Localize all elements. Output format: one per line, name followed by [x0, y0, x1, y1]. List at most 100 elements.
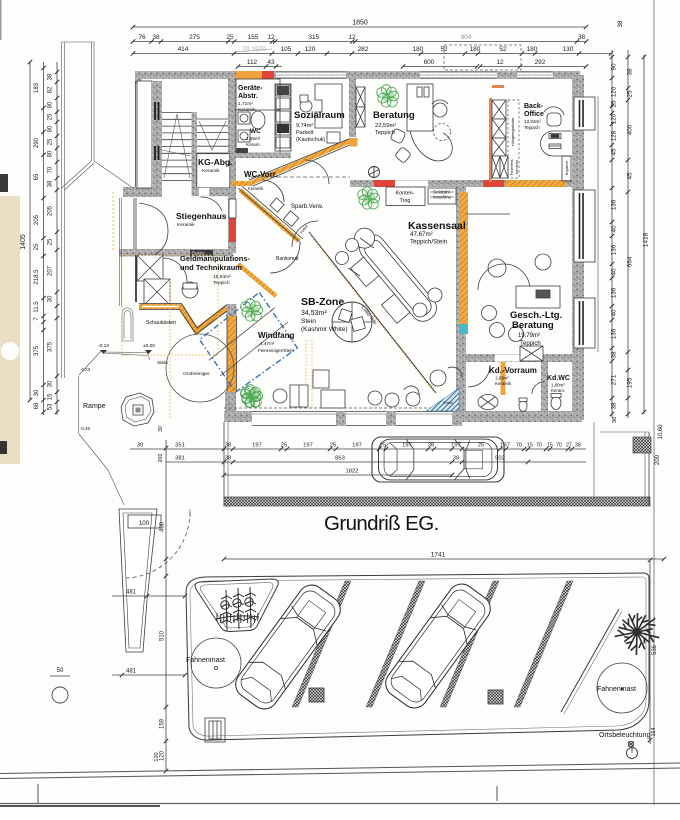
svg-text:38: 38 [225, 456, 231, 462]
svg-text:38: 38 [48, 73, 54, 80]
svg-text:481: 481 [126, 669, 137, 675]
svg-text:1850: 1850 [352, 20, 368, 27]
svg-text:38: 38 [627, 68, 634, 76]
svg-text:197: 197 [352, 443, 362, 449]
svg-text:50: 50 [57, 668, 64, 674]
svg-text:197: 197 [451, 443, 461, 449]
svg-text:120: 120 [154, 752, 160, 761]
svg-text:Keramik: Keramik [238, 107, 256, 113]
svg-text:112: 112 [247, 59, 258, 66]
svg-text:Keram.: Keram. [551, 388, 565, 393]
svg-text:30: 30 [48, 380, 54, 387]
svg-text:130: 130 [563, 46, 574, 53]
svg-text:Kd.WC: Kd.WC [547, 375, 570, 382]
svg-text:70: 70 [556, 443, 562, 449]
svg-text:120: 120 [305, 46, 316, 53]
svg-text:351: 351 [175, 443, 185, 449]
svg-text:375: 375 [48, 341, 54, 352]
svg-text:Trog: Trog [400, 198, 411, 204]
svg-text:200: 200 [158, 454, 164, 463]
svg-text:1,71m²: 1,71m² [238, 101, 253, 107]
svg-text:Hängeregistratur: Hängeregistratur [511, 117, 515, 146]
svg-text:Sparb.Verw.: Sparb.Verw. [291, 204, 324, 210]
svg-text:-0,40: -0,40 [80, 426, 91, 431]
svg-text:136: 136 [611, 328, 618, 339]
svg-text:22,59m²: 22,59m² [375, 123, 396, 129]
svg-text:400: 400 [627, 124, 634, 135]
svg-text:12: 12 [496, 59, 504, 66]
svg-text:38: 38 [618, 20, 624, 27]
svg-text:205: 205 [34, 214, 40, 225]
svg-text:Keramik: Keramik [248, 186, 264, 191]
svg-text:Office: Office [524, 111, 544, 118]
svg-text:Beratung: Beratung [373, 110, 415, 121]
svg-text:Fahnenmast: Fahnenmast [186, 657, 225, 664]
svg-text:Stein: Stein [157, 360, 168, 366]
svg-text:80: 80 [48, 150, 54, 157]
svg-text:80: 80 [48, 101, 54, 108]
svg-text:282: 282 [358, 46, 369, 53]
svg-text:KG-Abg.: KG-Abg. [198, 157, 232, 167]
svg-text:schränke: schränke [515, 160, 519, 175]
svg-text:25: 25 [48, 138, 54, 145]
svg-text:25: 25 [281, 443, 287, 449]
svg-text:25: 25 [380, 443, 386, 449]
svg-text:207: 207 [48, 265, 54, 276]
svg-text:38: 38 [48, 180, 54, 187]
svg-text:863: 863 [335, 456, 345, 462]
svg-text:120: 120 [611, 86, 618, 97]
svg-text:120: 120 [611, 113, 618, 124]
svg-text:Teppich: Teppich [520, 341, 541, 347]
svg-text:Rampe: Rampe [83, 403, 106, 410]
svg-text:290: 290 [34, 137, 40, 148]
svg-text:180: 180 [470, 46, 481, 53]
svg-text:70 1970: 70 1970 [242, 46, 266, 53]
svg-text:7: 7 [34, 317, 40, 321]
svg-text:Schaukästen: Schaukästen [146, 320, 176, 326]
svg-text:664: 664 [627, 256, 634, 267]
svg-text:80: 80 [48, 125, 54, 132]
svg-text:38: 38 [611, 351, 618, 359]
svg-text:52: 52 [440, 46, 448, 53]
svg-text:120: 120 [160, 750, 166, 761]
svg-text:Keram.: Keram. [246, 142, 261, 147]
svg-text:1418: 1418 [643, 232, 650, 247]
svg-text:53: 53 [48, 403, 54, 410]
svg-text:Feinreiniger/Stein: Feinreiniger/Stein [258, 348, 294, 353]
svg-text:Grobreiniger: Grobreiniger [183, 371, 210, 377]
svg-text:275: 275 [189, 34, 200, 41]
svg-text:1405: 1405 [20, 234, 27, 250]
svg-text:105: 105 [281, 46, 292, 53]
svg-text:43: 43 [267, 59, 275, 66]
svg-text:82: 82 [48, 86, 54, 93]
svg-text:38: 38 [612, 417, 618, 423]
svg-text:Kopierer: Kopierer [565, 160, 569, 175]
svg-text:25: 25 [611, 100, 618, 108]
svg-text:12: 12 [267, 34, 275, 41]
svg-text:180: 180 [413, 46, 424, 53]
svg-text:Windfang: Windfang [258, 331, 294, 340]
svg-text:183: 183 [34, 82, 40, 93]
svg-text:271: 271 [611, 374, 618, 385]
svg-text:Back-: Back- [524, 103, 544, 110]
svg-text:38: 38 [578, 34, 586, 41]
svg-text:375: 375 [34, 345, 40, 356]
svg-text:WC-Vorr.: WC-Vorr. [244, 170, 278, 179]
svg-text:Ortsbeleuchtung: Ortsbeleuchtung [599, 732, 650, 739]
svg-text:und Technikraum: und Technikraum [180, 263, 242, 272]
svg-text:481: 481 [126, 590, 137, 596]
svg-text:381: 381 [175, 456, 185, 462]
svg-text:136: 136 [611, 244, 618, 255]
svg-text:Geräte-: Geräte- [238, 85, 263, 92]
svg-text:400: 400 [160, 521, 166, 532]
svg-text:155: 155 [248, 34, 259, 41]
svg-text:25: 25 [48, 238, 54, 245]
svg-text:292: 292 [535, 59, 546, 66]
svg-text:15: 15 [527, 443, 533, 449]
svg-text:Teppich: Teppich [524, 125, 540, 130]
svg-text:34,53m²: 34,53m² [301, 310, 327, 317]
svg-text:19,79m²: 19,79m² [518, 333, 540, 339]
svg-text:Teppich: Teppich [213, 280, 230, 286]
svg-text:Elektro: Elektro [192, 251, 206, 256]
svg-text:(Kautschuk): (Kautschuk) [296, 137, 326, 143]
